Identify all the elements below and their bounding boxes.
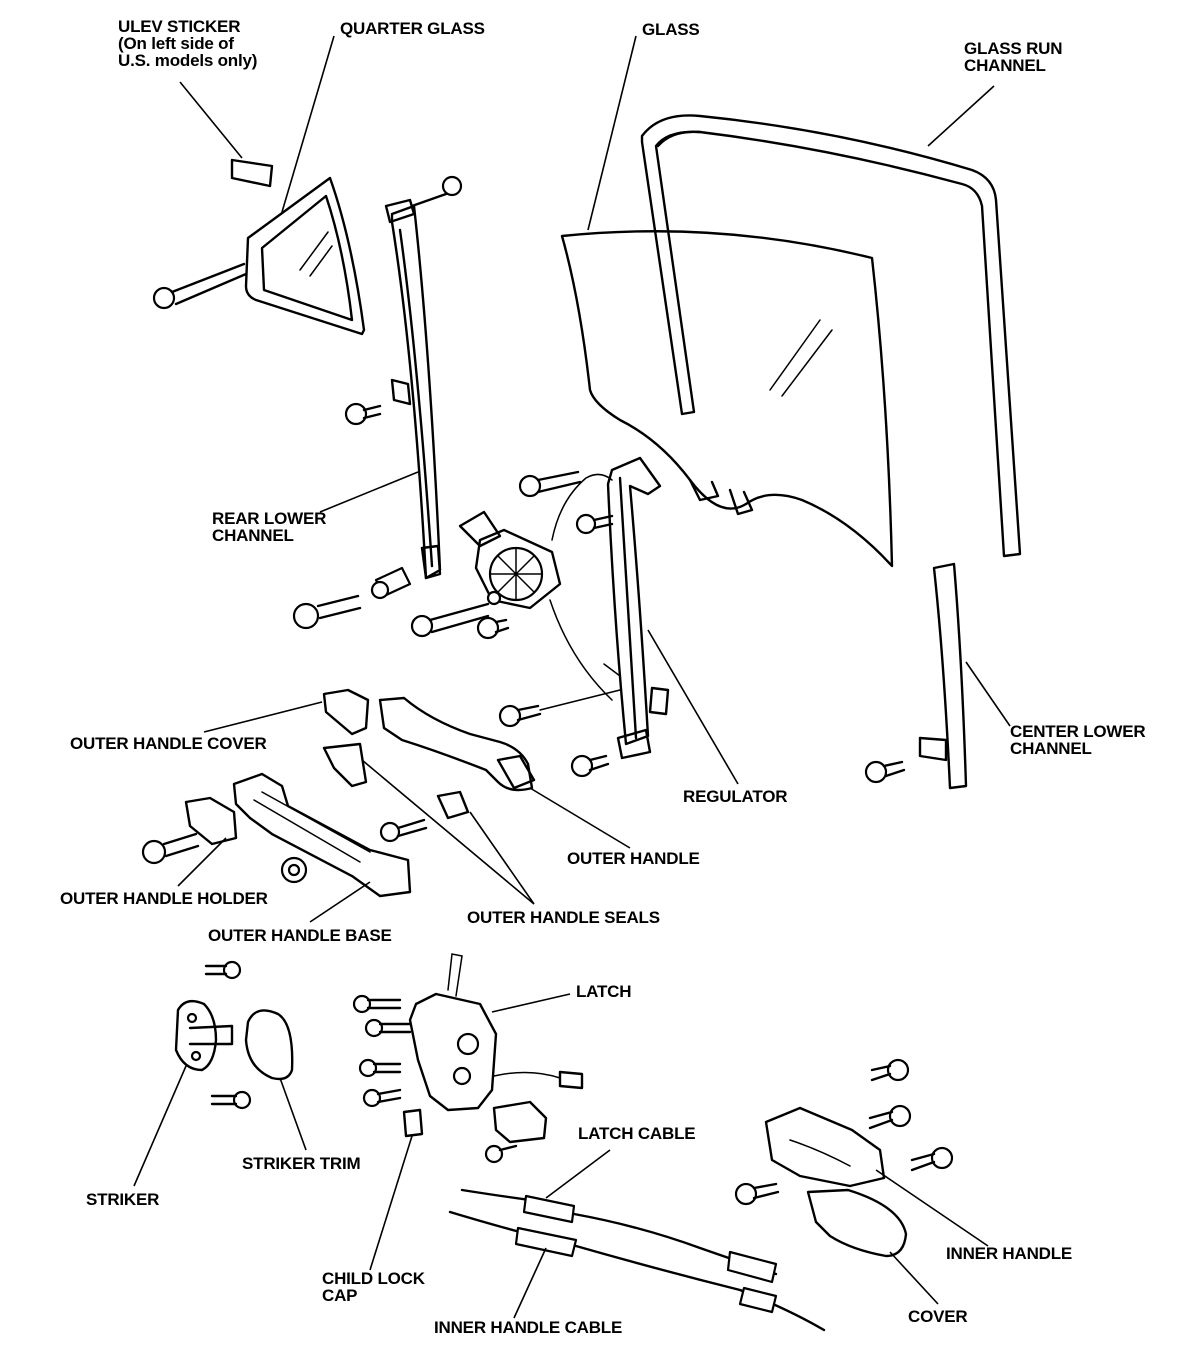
label-striker-trim: STRIKER TRIM	[242, 1154, 361, 1173]
screw	[352, 994, 402, 1014]
outer-handle-seal-part	[436, 790, 470, 820]
quarter-glass-part	[244, 176, 366, 336]
striker-part	[174, 999, 234, 1072]
bolt	[498, 689, 621, 728]
bolt	[410, 175, 463, 208]
label-latch-cable: LATCH CABLE	[578, 1124, 696, 1143]
outer-handle-base-part	[232, 772, 412, 898]
label-latch: LATCH	[576, 982, 632, 1001]
grommet	[370, 566, 412, 600]
rear-lower-channel-part	[384, 198, 442, 580]
screw	[910, 1146, 954, 1172]
label-rear-lower-channel: REAR LOWER CHANNEL	[212, 509, 327, 545]
leader-lines	[133, 35, 1011, 1319]
door-glass-part	[560, 230, 894, 568]
label-glass: GLASS	[642, 20, 700, 39]
outer-handle-cover-part	[322, 688, 370, 736]
label-child-lock-cap: CHILD LOCK CAP	[322, 1269, 425, 1305]
screw	[210, 1090, 252, 1110]
center-lower-channel-part	[918, 562, 968, 790]
screw	[362, 1088, 402, 1108]
bolt	[476, 616, 510, 640]
label-glass-run-channel: GLASS RUN CHANNEL	[964, 39, 1063, 75]
child-lock-cap-part	[402, 1108, 424, 1138]
ulev-sticker-part	[230, 158, 274, 188]
label-outer-handle-seals: OUTER HANDLE SEALS	[467, 908, 660, 927]
bolt	[344, 402, 382, 426]
bolt	[575, 513, 614, 535]
screw	[868, 1104, 912, 1130]
bolt	[410, 602, 490, 638]
regulator-motor-part	[458, 510, 562, 610]
actuator-part	[492, 1100, 548, 1144]
bolt	[152, 262, 248, 310]
bolt	[292, 594, 362, 630]
latch-part	[408, 953, 584, 1112]
label-outer-handle-cover: OUTER HANDLE COVER	[70, 734, 267, 753]
screw	[364, 1018, 412, 1038]
bolt	[518, 470, 582, 498]
label-cover: COVER	[908, 1307, 968, 1326]
label-outer-handle-base: OUTER HANDLE BASE	[208, 926, 392, 945]
label-striker: STRIKER	[86, 1190, 160, 1209]
label-ulev-sticker: ULEV STICKER (On left side of U.S. model…	[118, 17, 258, 70]
screw	[358, 1058, 402, 1078]
bolt	[570, 754, 610, 778]
latch-cable-part	[460, 1188, 778, 1284]
label-regulator: REGULATOR	[683, 787, 788, 806]
bolt	[141, 832, 200, 865]
label-inner-handle: INNER HANDLE	[946, 1244, 1073, 1263]
screw	[870, 1058, 910, 1082]
inner-handle-cable-part	[448, 1210, 826, 1332]
bolt	[864, 760, 906, 784]
inner-handle-part	[764, 1106, 886, 1188]
screw	[734, 1182, 780, 1206]
screw	[204, 960, 242, 980]
label-quarter-glass: QUARTER GLASS	[340, 19, 485, 38]
inner-handle-cover-part	[806, 1188, 908, 1258]
grommet	[280, 856, 308, 884]
striker-trim-part	[244, 1009, 294, 1081]
label-center-lower-channel: CENTER LOWER CHANNEL	[1010, 722, 1146, 758]
label-outer-handle-holder: OUTER HANDLE HOLDER	[60, 889, 268, 908]
bolt	[379, 818, 428, 843]
outer-handle-holder-part	[184, 796, 238, 846]
glass-run-channel-part	[640, 114, 1022, 558]
label-inner-handle-cable: INNER HANDLE CABLE	[434, 1318, 623, 1337]
outer-handle-seal-part	[322, 742, 368, 788]
outer-handle-part	[378, 696, 536, 792]
label-outer-handle: OUTER HANDLE	[567, 849, 700, 868]
screw	[484, 1144, 518, 1164]
regulator-part	[549, 456, 670, 760]
